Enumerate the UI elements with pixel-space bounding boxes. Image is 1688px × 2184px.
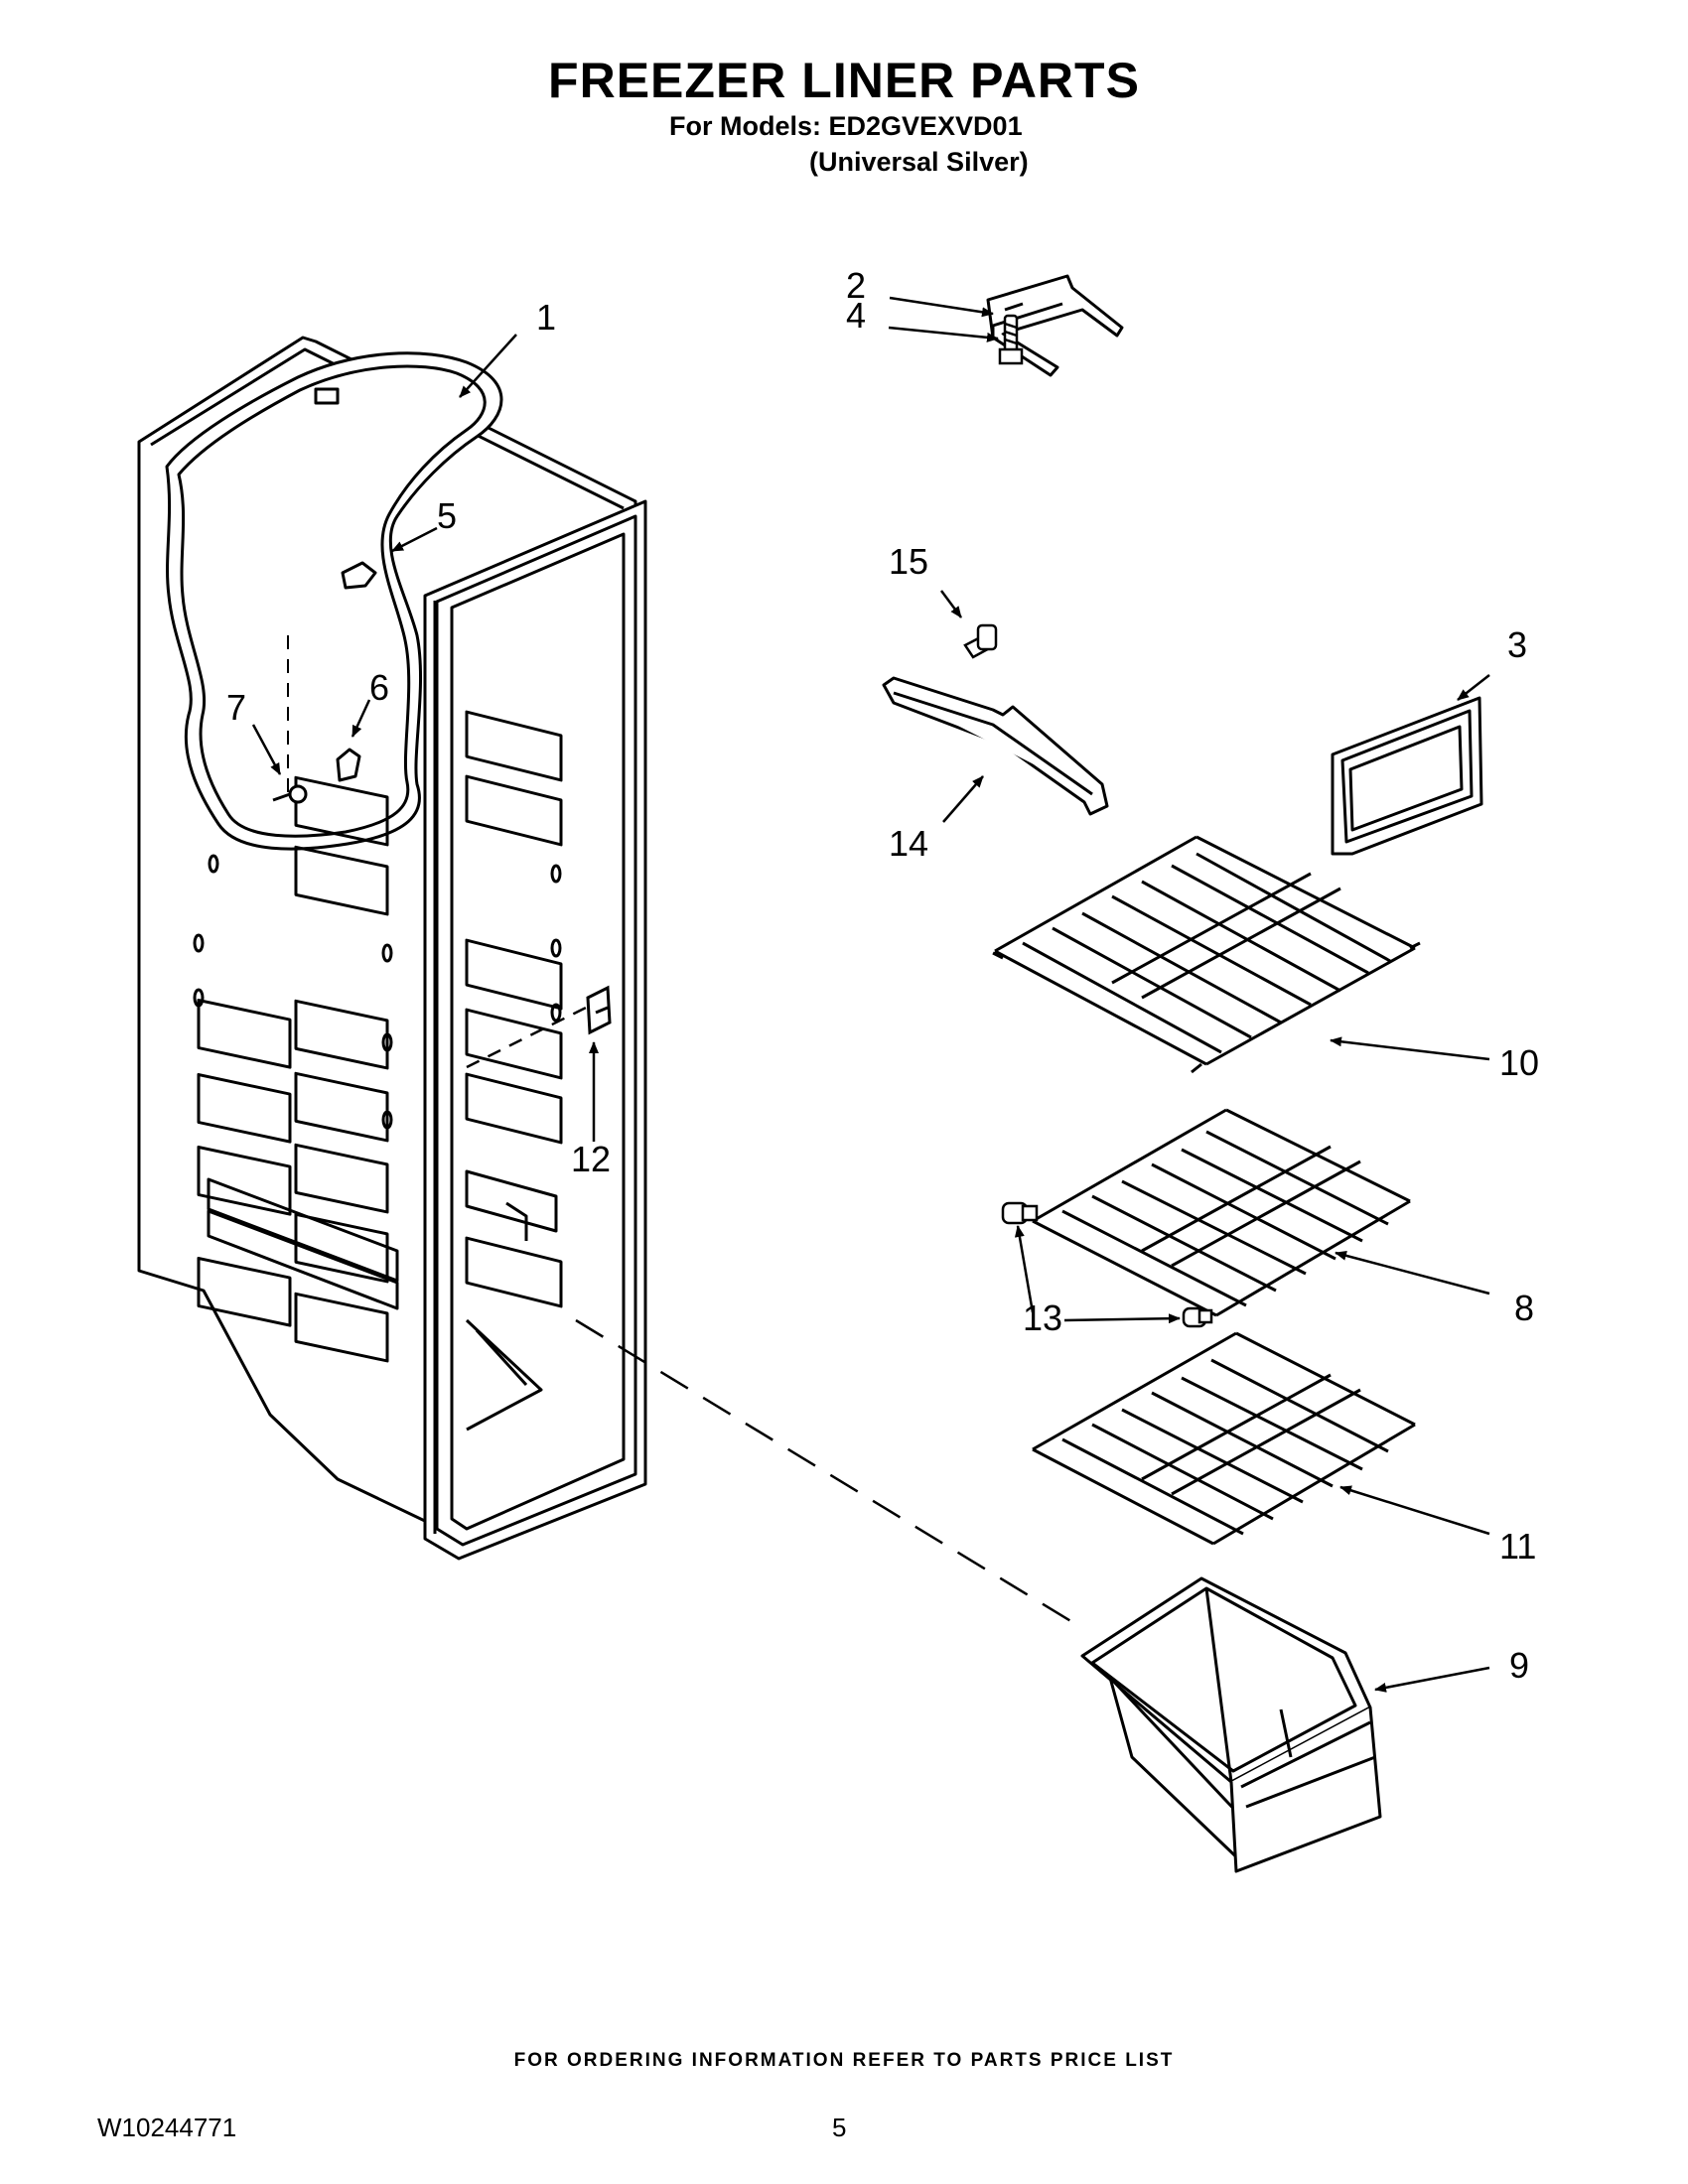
callout-15: 15 (889, 541, 928, 582)
part-15-screw (963, 623, 998, 659)
callout-3: 3 (1507, 624, 1527, 665)
callout-4: 4 (846, 295, 866, 336)
part-3-shelf-frame (1331, 696, 1483, 856)
part-4-screw (998, 314, 1024, 365)
part-13-shelf-stud (1001, 1201, 1213, 1328)
page-title: FREEZER LINER PARTS (548, 53, 1140, 108)
callout-2: 2 (846, 265, 866, 306)
callout-14: 14 (889, 823, 928, 864)
callout-8: 8 (1514, 1288, 1534, 1328)
callout-5: 5 (437, 495, 457, 536)
model-variant: (Universal Silver) (809, 147, 1029, 177)
ordering-note: FOR ORDERING INFORMATION REFER TO PARTS … (513, 2050, 1175, 2071)
part-8-wire-shelf (1032, 1108, 1411, 1317)
part-12-shelf-support (586, 985, 612, 1035)
callout-6: 6 (369, 667, 389, 708)
document-number: W10244771 (97, 2113, 237, 2142)
callout-13: 13 (1023, 1297, 1062, 1338)
page-number: 5 (832, 2113, 847, 2142)
callout-1: 1 (536, 297, 556, 338)
callout-11: 11 (1499, 1526, 1536, 1567)
leader-lines (251, 296, 1490, 1693)
callout-10: 10 (1499, 1042, 1539, 1083)
part-9-pan (1080, 1576, 1382, 1873)
freezer-liner (137, 336, 1083, 1630)
part-14-rail (882, 676, 1109, 816)
model-line: For Models: ED2GVEXVD01 (669, 111, 1023, 141)
part-10-wire-shelf (992, 835, 1421, 1074)
callout-7: 7 (226, 687, 246, 728)
callout-9: 9 (1509, 1645, 1529, 1686)
callout-12: 12 (571, 1139, 611, 1179)
part-11-wire-shelf (1032, 1331, 1416, 1546)
callout-labels: 1 2 3 4 5 6 7 8 9 10 11 12 13 14 15 (226, 265, 1539, 1686)
